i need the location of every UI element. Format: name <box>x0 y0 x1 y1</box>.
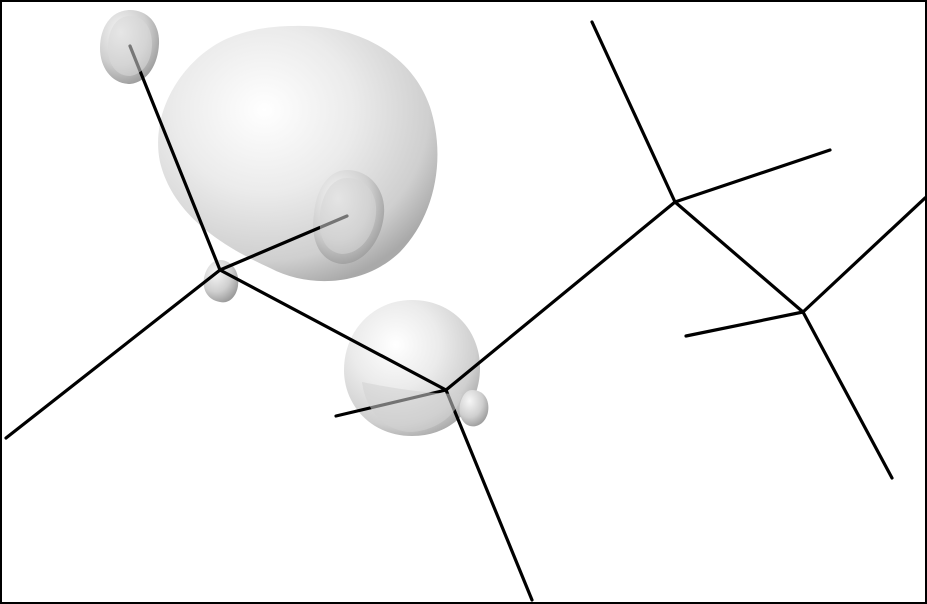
bond <box>128 44 222 272</box>
orbital-lobe-middle-small <box>459 390 489 427</box>
orbital-lobe-small-atom <box>203 260 239 303</box>
bond <box>801 196 925 314</box>
bond <box>4 268 222 440</box>
bond <box>801 310 894 480</box>
orbital-lobe-inner-front <box>319 178 377 254</box>
bond <box>673 148 832 204</box>
orbital-surfaces <box>100 10 489 436</box>
orbital-lobe-large <box>158 25 438 282</box>
bond <box>218 268 448 392</box>
orbital-lobe-middle-front <box>362 382 462 432</box>
bond <box>444 200 677 392</box>
bond <box>684 310 805 338</box>
bond <box>590 20 677 204</box>
bond <box>673 200 805 314</box>
bond <box>444 388 534 602</box>
orbital-front-overlays <box>108 16 462 432</box>
molecular-bonds <box>4 20 925 602</box>
orbital-lobe-top-left-front <box>108 16 152 76</box>
